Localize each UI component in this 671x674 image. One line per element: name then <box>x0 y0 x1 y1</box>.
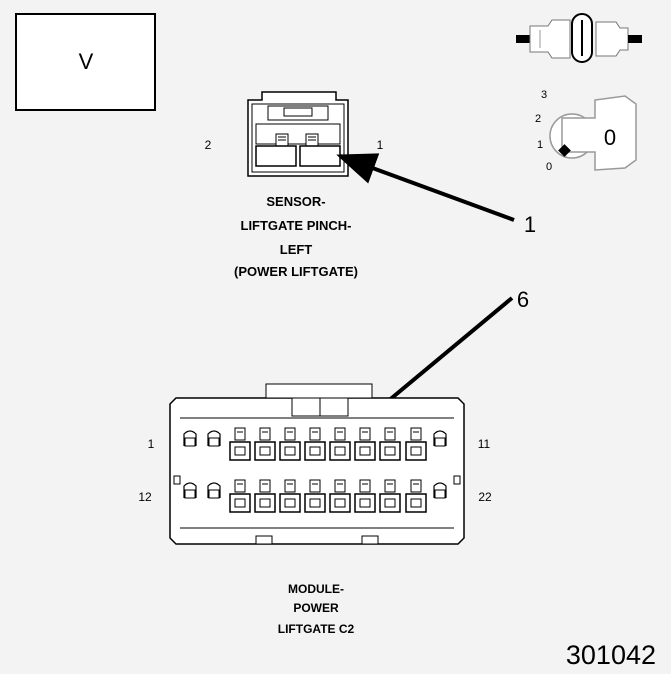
cavity-latch <box>410 479 422 493</box>
cavity-terminal-inner <box>384 498 396 508</box>
connector-symbol-icon <box>516 13 642 63</box>
ignition-position-2: 2 <box>535 113 541 125</box>
sensor-title-line: SENSOR- <box>266 194 325 209</box>
cavity-empty-plug <box>434 437 446 447</box>
cavity-empty-plug <box>434 489 446 499</box>
cavity-empty-plug <box>208 437 220 447</box>
module-title-line: LIFTGATE C2 <box>278 622 355 636</box>
sensor-connector: 2 1 <box>205 91 384 177</box>
callout-label-6: 6 <box>517 287 529 312</box>
module-connector-title: MODULE- POWER LIFTGATE C2 <box>278 582 355 636</box>
ignition-position-1: 1 <box>537 139 543 151</box>
cavity-terminal-inner <box>259 498 271 508</box>
cavity-latch <box>234 427 246 441</box>
cavity-latch <box>359 427 371 441</box>
cavity-terminal-inner <box>259 446 271 456</box>
cavity-terminal-inner <box>334 446 346 456</box>
cavity-latch <box>309 427 321 441</box>
view-label: V <box>79 49 94 74</box>
cavity-latch <box>334 427 346 441</box>
cavity-latch <box>234 479 246 493</box>
cavity-empty-plug <box>184 437 196 447</box>
cavity-terminal-inner <box>234 446 246 456</box>
cavity-latch <box>309 479 321 493</box>
cavity-terminal-inner <box>309 498 321 508</box>
cavity-latch <box>384 479 396 493</box>
cavity-terminal-inner <box>384 446 396 456</box>
callout-label-1: 1 <box>524 212 536 237</box>
module-title-line: POWER <box>293 601 339 615</box>
sensor-pin-label-left: 2 <box>205 138 212 152</box>
cavity-empty-plug <box>208 489 220 499</box>
cavity-terminal-inner <box>284 446 296 456</box>
cavity-latch <box>259 427 271 441</box>
cavity-latch <box>410 427 422 441</box>
cavity-latch <box>284 427 296 441</box>
module-pin-label-11: 11 <box>478 437 491 451</box>
module-pin-label-22: 22 <box>478 490 492 504</box>
cavity-terminal-inner <box>334 498 346 508</box>
cavity-latch <box>384 427 396 441</box>
module-pin-label-12: 12 <box>138 490 152 504</box>
sensor-title-line: LEFT <box>280 242 313 257</box>
cavity-latch <box>284 479 296 493</box>
cavity-terminal-inner <box>309 446 321 456</box>
cavity-terminal-inner <box>359 498 371 508</box>
ignition-key-label: 0 <box>604 125 616 150</box>
ignition-position-3: 3 <box>541 89 547 101</box>
view-indicator-box: V <box>15 13 156 111</box>
ignition-position-0: 0 <box>546 161 552 173</box>
cavity-empty-plug <box>184 489 196 499</box>
cavity-terminal-inner <box>410 498 422 508</box>
cavity-terminal-inner <box>284 498 296 508</box>
cavity-terminal-inner <box>234 498 246 508</box>
module-cavity-grid <box>183 427 447 513</box>
figure-id: 301042 <box>566 640 656 670</box>
module-connector: 1 11 12 22 <box>138 383 492 545</box>
cavity-latch <box>334 479 346 493</box>
sensor-title-line: (POWER LIFTGATE) <box>234 264 358 279</box>
callout-pin-1: 1 <box>336 153 536 237</box>
cavity-terminal-inner <box>359 446 371 456</box>
cavity-terminal-inner <box>410 446 422 456</box>
ignition-key-icon: 0 3 2 1 0 <box>535 89 637 173</box>
cavity-latch <box>259 479 271 493</box>
module-title-line: MODULE- <box>288 582 344 596</box>
module-pin-label-1: 1 <box>148 437 155 451</box>
cavity-latch <box>359 479 371 493</box>
sensor-pin-label-right: 1 <box>377 138 384 152</box>
sensor-title-line: LIFTGATE PINCH- <box>241 218 352 233</box>
sensor-connector-title: SENSOR- LIFTGATE PINCH- LEFT (POWER LIFT… <box>234 194 358 279</box>
